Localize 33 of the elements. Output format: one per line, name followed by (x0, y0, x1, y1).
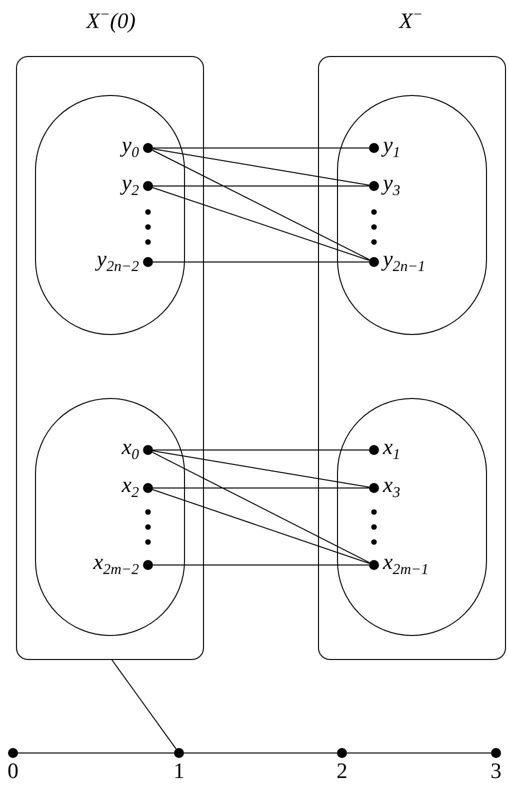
connector-line (152, 187, 370, 261)
connector-line (152, 148, 370, 186)
vertex-label: 0 (8, 760, 18, 782)
vertex-label: y$_{2}$ (122, 172, 139, 200)
oval-region (35, 398, 185, 636)
connector-line (152, 489, 370, 564)
vertex-label: y$_{0}$ (122, 134, 139, 162)
set-label: X$^{−}$(0) (86, 8, 136, 32)
vertex-label: y$_{2n−1}$ (383, 248, 426, 276)
connector-line (152, 450, 370, 488)
connector-line (152, 150, 370, 260)
vertex-label: x$_{0}$ (122, 436, 139, 464)
vertex-label: y$_{2n−2}$ (96, 248, 139, 276)
vertex-label: x$_{2m−2}$ (93, 551, 139, 579)
vertex-label: x$_{3}$ (383, 474, 400, 502)
oval-region (337, 95, 487, 335)
set-label: X$^{−}$ (399, 8, 423, 32)
vertex-label: y$_{1}$ (383, 134, 400, 162)
oval-region (337, 398, 487, 636)
vertex-label: x$_{1}$ (383, 436, 400, 464)
vertex-label: y$_{3}$ (383, 172, 400, 200)
vertex-label: x$_{2m−1}$ (383, 551, 429, 579)
connector-line (152, 564, 370, 566)
number-line-segment (184, 752, 338, 754)
vertex-label: 2 (336, 760, 348, 782)
vertex-label: x$_{2}$ (122, 474, 139, 502)
vertex-label: 1 (174, 760, 184, 782)
connector-line (152, 452, 370, 564)
connector-line (112, 660, 177, 750)
number-line-segment (18, 752, 174, 754)
oval-region (35, 95, 185, 335)
vertex-label: 3 (490, 760, 502, 782)
number-line-segment (346, 752, 492, 754)
